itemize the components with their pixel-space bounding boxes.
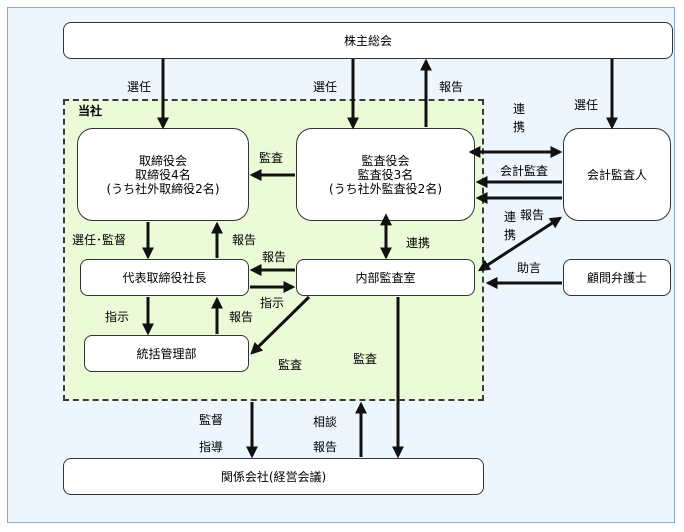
label-instruct-president-internal: 指示 xyxy=(260,296,285,310)
internal-audit-office-label: 内部監査室 xyxy=(355,270,416,285)
shareholders-meeting-label: 株主総会 xyxy=(343,33,392,48)
legal-advisor-label: 顧問弁護士 xyxy=(586,270,647,285)
label-report-president-board: 報告 xyxy=(232,233,257,247)
label-elect-board: 選任 xyxy=(127,80,152,94)
label-elect-accounting-auditor: 選任 xyxy=(574,98,599,112)
label-report-shareholders: 報告 xyxy=(439,80,464,94)
general-management-box: 統括管理部 xyxy=(84,335,249,372)
audit-board-outside-members: (うち社外監査役2名) xyxy=(329,181,442,196)
label-elect-supervise: 選任･監督 xyxy=(72,233,127,247)
label-instruct-general: 指示 xyxy=(105,310,130,324)
label-report-general: 報告 xyxy=(229,310,254,324)
audit-board-box: 監査役会 監査役3名 (うち社外監査役2名) xyxy=(296,128,475,221)
label-advice: 助言 xyxy=(517,261,542,275)
accounting-auditor-label: 会計監査人 xyxy=(586,167,647,182)
board-members: 取締役4名 xyxy=(135,167,191,182)
internal-audit-office-box: 内部監査室 xyxy=(296,259,475,296)
accounting-auditor-box: 会計監査人 xyxy=(563,128,671,221)
label-cooperation-bottom: 連 携 xyxy=(503,210,516,242)
label-audit-general: 監査 xyxy=(278,358,303,372)
general-management-label: 統括管理部 xyxy=(136,346,197,361)
label-supervise: 監督 xyxy=(199,413,224,427)
president-box: 代表取締役社長 xyxy=(80,259,249,296)
affiliates-box: 関係会社(経営会議) xyxy=(63,458,484,495)
label-report-affiliates: 報告 xyxy=(313,440,338,454)
label-audit-board: 監査 xyxy=(259,151,284,165)
shareholders-meeting-box: 株主総会 xyxy=(63,22,673,59)
company-zone-label: 当社 xyxy=(78,104,103,118)
president-label: 代表取締役社長 xyxy=(122,270,207,285)
affiliates-label: 関係会社(経営会議) xyxy=(220,469,327,484)
label-report-right: 報告 xyxy=(520,208,545,222)
label-guide: 指導 xyxy=(199,440,224,454)
board-of-directors-box: 取締役会 取締役4名 (うち社外取締役2名) xyxy=(77,128,249,221)
label-elect-auditors: 選任 xyxy=(313,80,338,94)
board-outside-members: (うち社外取締役2名) xyxy=(106,181,220,196)
label-report-internal-president: 報告 xyxy=(262,250,287,264)
board-title: 取締役会 xyxy=(138,153,187,168)
label-consult: 相談 xyxy=(313,415,338,429)
legal-advisor-box: 顧問弁護士 xyxy=(563,259,671,296)
label-cooperation-internal: 連携 xyxy=(406,236,431,250)
audit-board-members: 監査役3名 xyxy=(357,167,414,182)
label-audit-affiliates: 監査 xyxy=(353,352,378,366)
label-accounting-audit: 会計監査 xyxy=(500,164,549,178)
label-cooperation-top: 連 携 xyxy=(512,102,525,134)
audit-board-title: 監査役会 xyxy=(361,153,410,168)
